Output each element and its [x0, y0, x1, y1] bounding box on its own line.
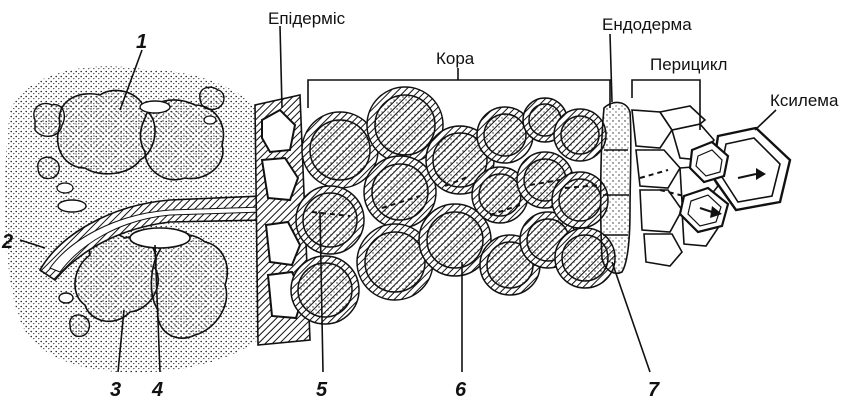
endodermis-layer — [601, 102, 631, 273]
label-epidermis: Епідерміс — [268, 9, 346, 28]
label-cortex: Кора — [436, 49, 475, 68]
cortex-bracket — [308, 68, 610, 108]
number-4: 4 — [151, 379, 163, 401]
label-pericycle: Перицикл — [650, 55, 727, 74]
pericycle-cells — [632, 106, 718, 266]
label-endoderm: Ендодерма — [602, 15, 692, 34]
number-7: 7 — [648, 379, 660, 401]
number-1: 1 — [136, 31, 147, 53]
label-xylem: Ксилема — [770, 91, 839, 110]
number-2: 2 — [1, 231, 13, 253]
number-3: 3 — [110, 379, 121, 401]
number-5: 5 — [316, 379, 328, 401]
number-6: 6 — [455, 379, 467, 401]
cortex-cells — [291, 87, 615, 324]
